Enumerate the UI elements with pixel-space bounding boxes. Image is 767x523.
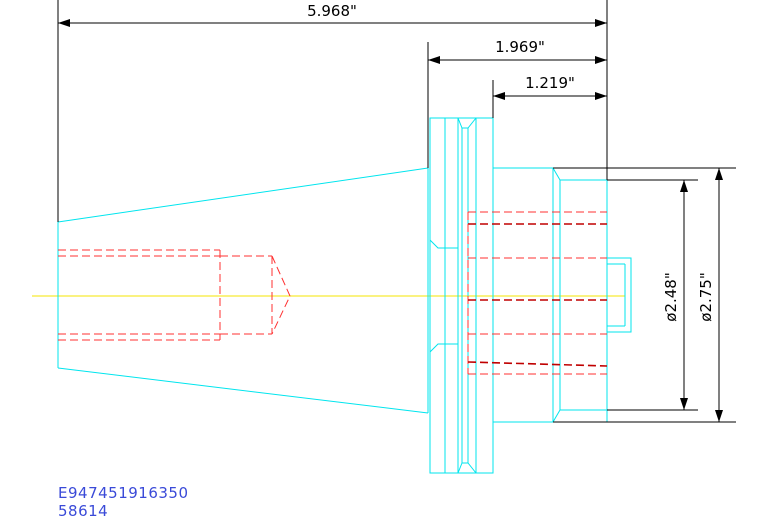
taper-outline <box>57 167 429 414</box>
dim-overall-length <box>57 0 608 222</box>
item-number: 58614 <box>58 502 109 520</box>
nose-outline <box>475 167 632 423</box>
part-info: E947451916350 58614 <box>58 484 189 520</box>
dim-flange-to-end-label: 1.969" <box>495 38 545 56</box>
dim-inner-diameter-label: ø2.48" <box>662 272 680 321</box>
hidden-pocket <box>467 211 608 375</box>
dim-outer-diameter-label: ø2.75" <box>697 272 715 321</box>
dim-overall-length-label: 5.968" <box>307 2 357 20</box>
dim-flange-to-end <box>427 42 607 168</box>
dim-gauge-to-end-label: 1.219" <box>525 74 575 92</box>
part-code: E947451916350 <box>58 484 189 502</box>
dim-diameters <box>553 167 736 423</box>
dim-gauge-to-end <box>492 80 607 118</box>
hidden-bore <box>58 249 291 341</box>
